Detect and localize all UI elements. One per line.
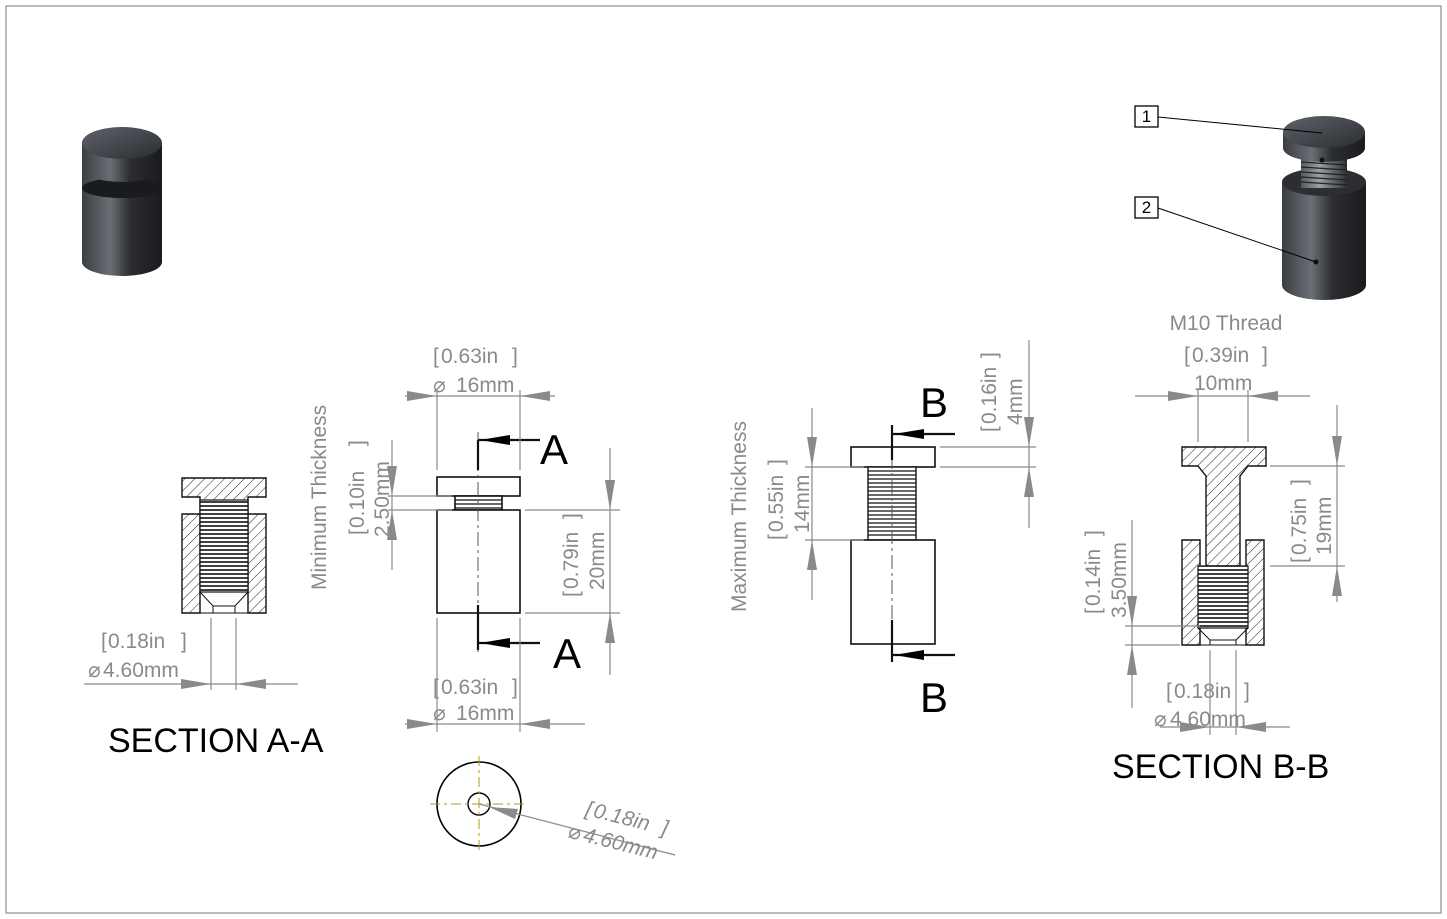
svg-text:⌀: ⌀ bbox=[433, 374, 446, 397]
dim-bottom-dia-mm: 16mm bbox=[456, 702, 514, 725]
dim-gap-mm: 2.50mm bbox=[371, 461, 394, 537]
dim-top-hole-mm: 4.60mm bbox=[581, 824, 660, 865]
dim-bolt-in: 0.75in bbox=[1288, 498, 1311, 555]
dim-height-mm: 20mm bbox=[586, 532, 609, 590]
label-min-thickness: Minimum Thickness bbox=[308, 405, 331, 590]
dim-hole-a-mm: 4.60mm bbox=[103, 659, 179, 682]
balloon-2-text: 2 bbox=[1142, 198, 1151, 217]
iso-view-exploded: 1 2 bbox=[1134, 105, 1366, 300]
dim-gap-in: 0.10in bbox=[346, 471, 369, 528]
svg-text:]: ] bbox=[657, 816, 671, 840]
svg-text:]: ] bbox=[978, 352, 1001, 358]
sheet-border bbox=[5, 5, 1442, 914]
svg-text:]: ] bbox=[1288, 479, 1311, 485]
dim-cap-mm: 4mm bbox=[1004, 378, 1027, 425]
svg-text:⌀: ⌀ bbox=[1154, 708, 1167, 731]
svg-text:]: ] bbox=[560, 513, 583, 519]
svg-text:[: [ bbox=[1082, 608, 1105, 614]
svg-text:⌀: ⌀ bbox=[88, 659, 101, 682]
dim-top-dia-mm: 16mm bbox=[456, 374, 514, 397]
dim-max-in: 0.55in bbox=[765, 475, 788, 532]
dim-height-in: 0.79in bbox=[560, 532, 583, 589]
dim-recess-mm: 3.50mm bbox=[1108, 542, 1131, 618]
dim-max-mm: 14mm bbox=[791, 475, 814, 533]
svg-text:[: [ bbox=[433, 345, 439, 368]
svg-text:⌀: ⌀ bbox=[433, 702, 446, 725]
dim-bottom-dia-in: 0.63in bbox=[441, 676, 498, 699]
front-view-max: B B Maximum Thickness [ 0.55in ] 14mm [ … bbox=[728, 340, 1036, 721]
svg-text:]: ] bbox=[346, 440, 369, 446]
svg-text:]: ] bbox=[1082, 530, 1105, 536]
svg-text:[: [ bbox=[1184, 344, 1190, 367]
section-b-b-title: SECTION B-B bbox=[1112, 748, 1329, 786]
dim-hole-b-mm: 4.60mm bbox=[1170, 708, 1246, 731]
cut-label-a-top: A bbox=[540, 426, 568, 473]
cut-label-a-bottom: A bbox=[553, 630, 581, 677]
dim-bolt-mm: 19mm bbox=[1313, 497, 1336, 555]
svg-text:[: [ bbox=[346, 529, 369, 535]
svg-text:]: ] bbox=[765, 459, 788, 465]
svg-text:[: [ bbox=[101, 630, 107, 653]
cut-label-b-top: B bbox=[920, 379, 948, 426]
balloon-1 bbox=[1134, 105, 1159, 128]
dim-hole-a-in: 0.18in bbox=[108, 630, 165, 653]
dim-thread-mm: 10mm bbox=[1194, 372, 1252, 395]
dim-hole-b-in: 0.18in bbox=[1174, 680, 1231, 703]
svg-text:[: [ bbox=[978, 426, 1001, 432]
svg-text:[: [ bbox=[560, 591, 583, 597]
svg-text:]: ] bbox=[512, 676, 518, 699]
svg-text:[: [ bbox=[765, 534, 788, 540]
balloon-1-text: 1 bbox=[1142, 107, 1151, 126]
balloon-2 bbox=[1134, 196, 1159, 219]
dim-top-dia-in: 0.63in bbox=[441, 345, 498, 368]
label-max-thickness: Maximum Thickness bbox=[728, 421, 751, 612]
cut-label-b-bottom: B bbox=[920, 674, 948, 721]
section-a-a-view: [ 0.18in ] ⌀ 4.60mm SECTION A-A bbox=[84, 477, 324, 760]
dim-cap-in: 0.16in bbox=[978, 367, 1001, 424]
svg-text:[: [ bbox=[1288, 557, 1311, 563]
dim-recess-in: 0.14in bbox=[1082, 549, 1105, 606]
iso-view-assembled bbox=[82, 127, 162, 276]
svg-text:]: ] bbox=[181, 630, 187, 653]
svg-text:]: ] bbox=[1244, 680, 1250, 703]
svg-text:]: ] bbox=[512, 345, 518, 368]
dim-thread-in: 0.39in bbox=[1192, 344, 1249, 367]
svg-text:]: ] bbox=[1262, 344, 1268, 367]
top-view-circle: [ 0.18in ] ⌀ 4.60mm bbox=[430, 756, 676, 865]
svg-text:⌀: ⌀ bbox=[566, 820, 584, 845]
section-b-b-view: M10 Thread [ 0.39in ] 10mm [ 0.75in ] 19… bbox=[1082, 312, 1345, 786]
label-thread: M10 Thread bbox=[1170, 312, 1283, 335]
svg-text:[: [ bbox=[433, 676, 439, 699]
section-a-a-title: SECTION A-A bbox=[108, 722, 324, 760]
svg-text:[: [ bbox=[1166, 680, 1172, 703]
front-view-min: A A [ 0.63in ] ⌀ 16mm Minimum Thickness … bbox=[308, 345, 620, 732]
